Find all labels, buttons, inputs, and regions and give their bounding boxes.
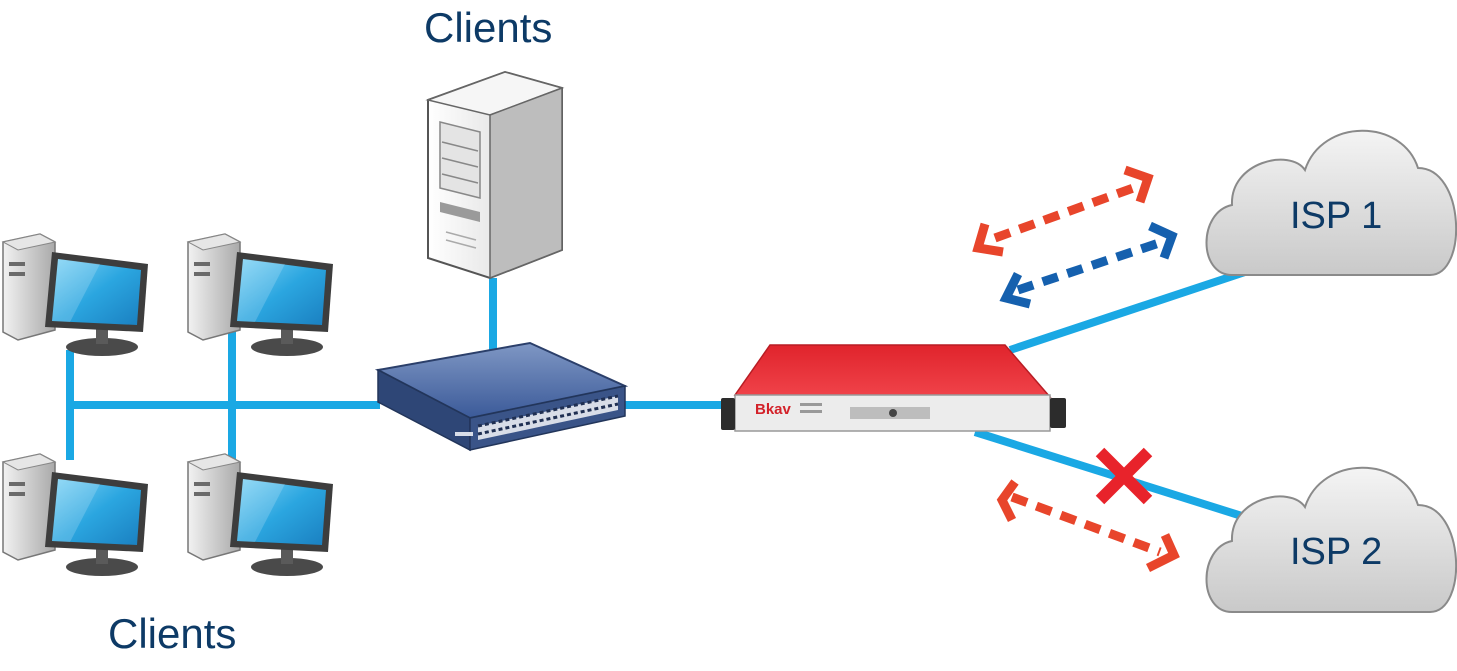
cloud-icon xyxy=(1205,129,1457,276)
firewall-appliance-icon xyxy=(721,344,1066,432)
isp-1-label: ISP 1 xyxy=(1290,195,1383,237)
firewall-brand-label: Bkav xyxy=(755,401,791,418)
isp-2-label: ISP 2 xyxy=(1290,531,1383,573)
client-pc-4 xyxy=(186,453,333,576)
isp1-arrow-blue xyxy=(999,221,1178,309)
clients-top-label: Clients xyxy=(424,4,553,51)
network-switch-icon xyxy=(374,341,629,452)
isp2-link xyxy=(973,428,1247,521)
lan-links xyxy=(66,268,1247,521)
desktop-pc-icon xyxy=(186,233,333,356)
isp-1-cloud xyxy=(1205,129,1457,276)
desktop-pc-icon xyxy=(1,233,148,356)
switch xyxy=(374,341,629,452)
firewall xyxy=(721,344,1066,432)
isp1-link xyxy=(1008,268,1247,354)
cloud-icon xyxy=(1205,466,1457,613)
x-mark-icon xyxy=(1095,447,1153,505)
server-icon xyxy=(425,70,565,280)
desktop-pc-icon xyxy=(1,453,148,576)
client-pc-3 xyxy=(1,453,148,576)
clients-bottom-label: Clients xyxy=(108,610,237,657)
client-pc-1 xyxy=(1,233,148,356)
server xyxy=(425,70,565,280)
isp-2-cloud xyxy=(1205,466,1457,613)
isp2-arrow-red xyxy=(996,479,1180,573)
isp1-arrow-red xyxy=(972,165,1154,257)
client-pc-2 xyxy=(186,233,333,356)
desktop-pc-icon xyxy=(186,453,333,576)
